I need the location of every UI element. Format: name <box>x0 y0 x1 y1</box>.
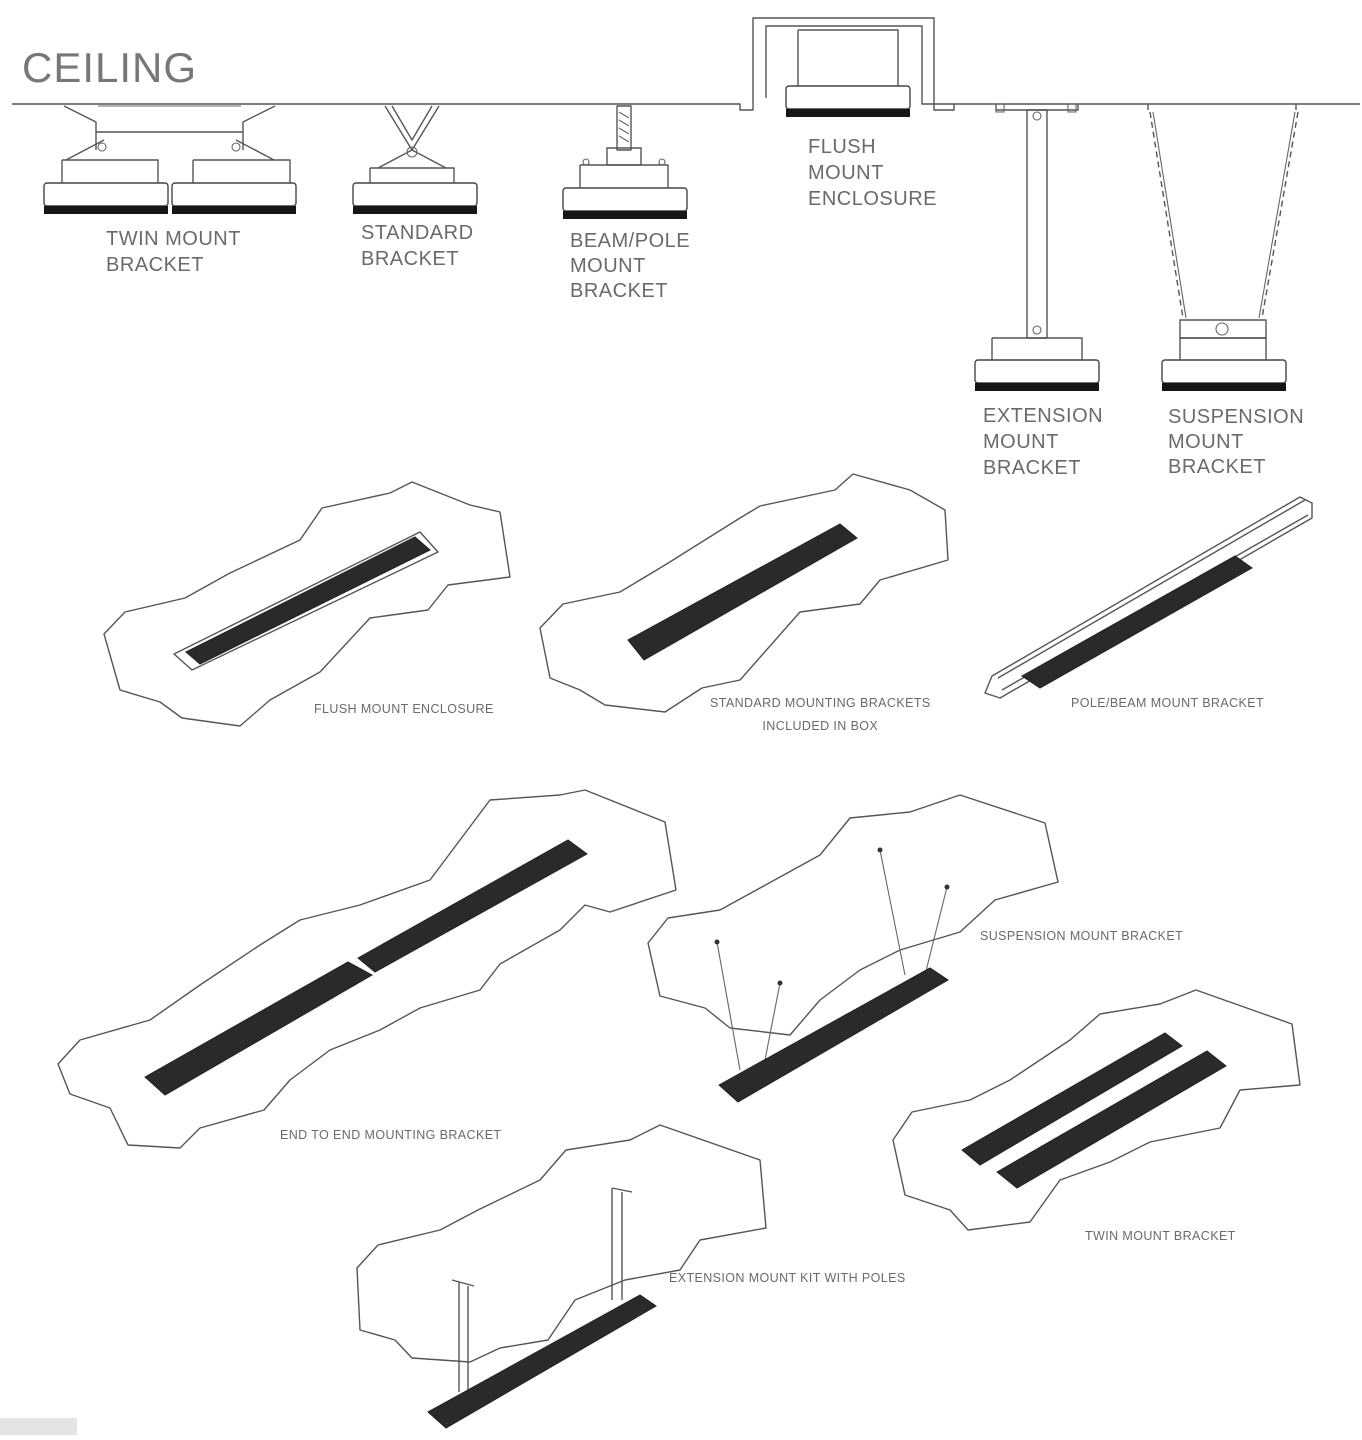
label-line: MOUNT <box>1168 431 1244 453</box>
caption-end-to-end-mounting-bracket: END TO END MOUNTING BRACKET <box>280 1128 502 1142</box>
caption-extension-mount-kit: EXTENSION MOUNT KIT WITH POLES <box>669 1271 906 1285</box>
ceiling-heading: CEILING <box>22 44 198 91</box>
standard-bracket-label: STANDARD BRACKET <box>361 220 474 272</box>
label-line: MOUNT <box>983 431 1059 453</box>
label-line: BRACKET <box>570 280 668 302</box>
iso-pole-beam <box>984 496 1313 699</box>
suspension-elevation <box>1147 104 1299 391</box>
caption-line: STANDARD MOUNTING BRACKETS <box>710 696 931 710</box>
label-line: MOUNT <box>570 255 646 277</box>
beam-pole-mount-bracket-label: BEAM/POLE MOUNT BRACKET <box>570 229 690 304</box>
label-line: BEAM/POLE <box>570 230 691 252</box>
iso-suspension <box>647 794 1059 1103</box>
iso-extension-poles <box>356 1124 767 1429</box>
extension-elevation <box>974 103 1100 391</box>
twin-mount-elevation <box>43 105 297 214</box>
label-line: BRACKET <box>983 457 1081 479</box>
label-line: TWIN MOUNT <box>106 228 241 250</box>
caption-twin-mount-bracket: TWIN MOUNT BRACKET <box>1085 1229 1236 1243</box>
suspension-mount-bracket-label: SUSPENSION MOUNT BRACKET <box>1168 405 1304 480</box>
beam-pole-elevation <box>562 105 688 219</box>
label-line: BRACKET <box>106 254 204 276</box>
corner-mark <box>0 1418 77 1435</box>
caption-flush-mount-enclosure: FLUSH MOUNT ENCLOSURE <box>314 702 494 716</box>
flush-mount-enclosure-label: FLUSH MOUNT ENCLOSURE <box>808 134 937 212</box>
iso-end-to-end <box>57 789 677 1149</box>
label-line: MOUNT <box>808 162 884 184</box>
label-line: SUSPENSION <box>1168 406 1305 428</box>
label-line: BRACKET <box>1168 456 1266 478</box>
extension-mount-bracket-label: EXTENSION MOUNT BRACKET <box>983 403 1103 481</box>
label-line: ENCLOSURE <box>808 188 937 210</box>
label-line: FLUSH <box>808 136 877 158</box>
label-line: STANDARD <box>361 222 474 244</box>
flush-recess-inner <box>765 25 954 105</box>
iso-twin <box>892 989 1301 1231</box>
iso-standard-brackets <box>539 473 949 713</box>
twin-mount-bracket-label: TWIN MOUNT BRACKET <box>106 226 241 278</box>
ceiling-line <box>12 17 1360 111</box>
label-line: BRACKET <box>361 248 459 270</box>
iso-flush-enclosure <box>103 481 511 727</box>
flush-elevation <box>785 29 911 117</box>
standard-bracket-elevation <box>352 105 478 214</box>
label-line: EXTENSION <box>983 405 1104 427</box>
caption-standard-mounting-brackets: STANDARD MOUNTING BRACKETS INCLUDED IN B… <box>710 692 931 738</box>
caption-suspension-mount-bracket: SUSPENSION MOUNT BRACKET <box>980 929 1184 943</box>
caption-pole-beam-mount-bracket: POLE/BEAM MOUNT BRACKET <box>1071 696 1265 710</box>
caption-line: INCLUDED IN BOX <box>762 719 879 733</box>
